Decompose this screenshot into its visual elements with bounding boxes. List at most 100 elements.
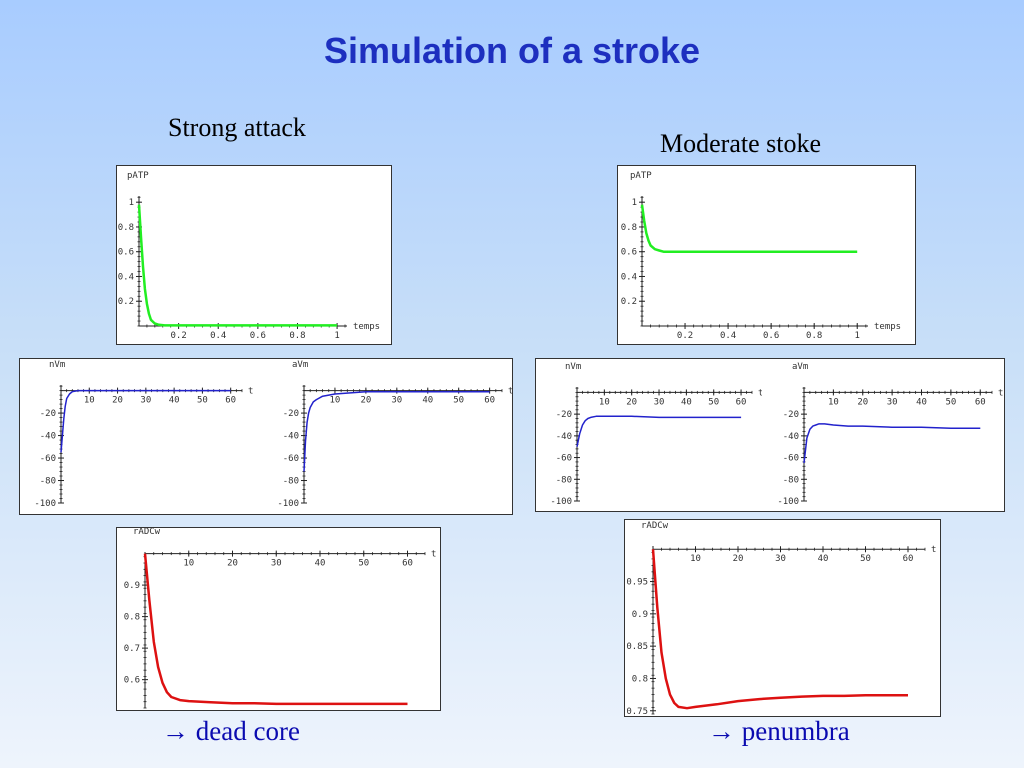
series-line	[143, 553, 408, 706]
x-axis-label: temps	[353, 322, 380, 332]
x-tick-label: 60	[903, 554, 914, 564]
series-line	[576, 415, 742, 447]
y-axis-label: nVm	[565, 362, 581, 372]
y-tick-label: -100	[277, 499, 299, 509]
y-tick-label: 0.6	[118, 248, 134, 258]
x-axis-label: t	[931, 545, 936, 555]
x-axis-label: t	[248, 387, 253, 397]
x-tick-label: 20	[360, 396, 371, 406]
x-tick-label: 10	[690, 554, 701, 564]
x-tick-label: 0.8	[289, 331, 305, 341]
x-axis-label: t	[508, 387, 512, 397]
y-axis-label: rADCw	[133, 528, 161, 537]
x-axis-label: t	[998, 388, 1003, 398]
x-tick-label: 10	[84, 396, 95, 406]
y-tick-label: -20	[283, 409, 299, 419]
x-axis-label: t	[431, 550, 436, 560]
x-tick-label: 0.6	[763, 331, 779, 341]
y-tick-label: -80	[556, 475, 572, 485]
y-tick-label: 1	[129, 198, 134, 208]
x-tick-label: 40	[422, 396, 433, 406]
series-line	[60, 389, 231, 453]
x-tick-label: 40	[315, 559, 326, 569]
y-tick-label: -40	[556, 432, 572, 442]
x-tick-label: 60	[484, 396, 495, 406]
x-tick-label: 20	[112, 396, 123, 406]
footer-penumbra: → penumbra	[708, 716, 850, 746]
x-tick-label: 10	[183, 559, 194, 569]
x-tick-label: 30	[271, 559, 282, 569]
x-tick-label: 20	[227, 559, 238, 569]
x-tick-label: 60	[225, 396, 236, 406]
y-tick-label: -40	[283, 432, 299, 442]
x-tick-label: 1	[334, 331, 339, 341]
series-line	[137, 204, 338, 327]
y-tick-label: -20	[556, 410, 572, 420]
y-axis-label: rADCw	[641, 521, 669, 531]
x-tick-label: 0.2	[677, 331, 693, 341]
y-tick-label: 0.9	[632, 610, 648, 620]
caption-strong-attack: Strong attack	[168, 113, 306, 142]
y-axis-label: nVm	[49, 360, 65, 370]
x-tick-label: 0.4	[210, 331, 226, 341]
y-tick-label: -100	[550, 497, 572, 507]
slide-title: Simulation of a stroke	[323, 30, 701, 71]
x-tick-label: 20	[626, 397, 637, 407]
strong-patp-chart: 0.2 0.4 0.6 0.8 1 0.2 0.4 0.6 0.8 1 pATP temps	[118, 171, 380, 341]
y-tick-label: -100	[34, 499, 56, 509]
x-tick-label: 50	[197, 396, 208, 406]
x-tick-label: 0.6	[250, 331, 266, 341]
x-tick-label: 10	[828, 397, 839, 407]
y-axis-label: aVm	[792, 362, 808, 372]
x-tick-label: 20	[733, 554, 744, 564]
x-tick-label: 0.4	[720, 331, 736, 341]
y-tick-label: -20	[783, 410, 799, 420]
x-tick-label: 50	[945, 397, 956, 407]
x-tick-label: 30	[654, 397, 665, 407]
y-tick-label: 0.4	[118, 272, 134, 282]
y-tick-label: 0.8	[632, 674, 648, 684]
x-tick-label: 40	[818, 554, 829, 564]
x-tick-label: 0.2	[170, 331, 186, 341]
x-tick-label: 50	[453, 396, 464, 406]
y-tick-label: -40	[783, 432, 799, 442]
y-tick-label: -60	[783, 454, 799, 464]
series-line	[303, 390, 490, 472]
x-tick-label: 50	[358, 559, 369, 569]
x-axis-label: temps	[874, 322, 901, 332]
y-tick-label: -40	[40, 432, 56, 442]
x-tick-label: 30	[391, 396, 402, 406]
y-tick-label: -20	[40, 409, 56, 419]
y-tick-label: 0.2	[621, 297, 637, 307]
y-tick-label: 0.8	[621, 223, 637, 233]
y-tick-label: 0.2	[118, 297, 134, 307]
y-tick-label: 0.6	[124, 676, 140, 686]
x-tick-label: 0.8	[806, 331, 822, 341]
x-tick-label: 10	[330, 396, 341, 406]
strong-patp-panel: 0.2 0.4 0.6 0.8 1 0.2 0.4 0.6 0.8 1 pATP temps	[116, 165, 392, 345]
x-axis-label: t	[758, 388, 762, 398]
footer-dead-core: → dead core	[162, 716, 300, 746]
x-tick-label: 30	[140, 396, 151, 406]
series-line	[640, 204, 858, 253]
y-tick-label: 0.6	[621, 248, 637, 258]
x-tick-label: 1	[855, 331, 860, 341]
y-tick-label: 0.8	[124, 613, 140, 623]
caption-moderate-stroke: Moderate stoke	[660, 129, 822, 158]
y-tick-label: 0.85	[626, 642, 648, 652]
y-axis-label: pATP	[127, 171, 149, 181]
x-tick-label: 50	[708, 397, 719, 407]
y-tick-label: 0.8	[118, 223, 134, 233]
y-tick-label: -80	[783, 475, 799, 485]
y-axis-label: aVm	[292, 360, 308, 370]
